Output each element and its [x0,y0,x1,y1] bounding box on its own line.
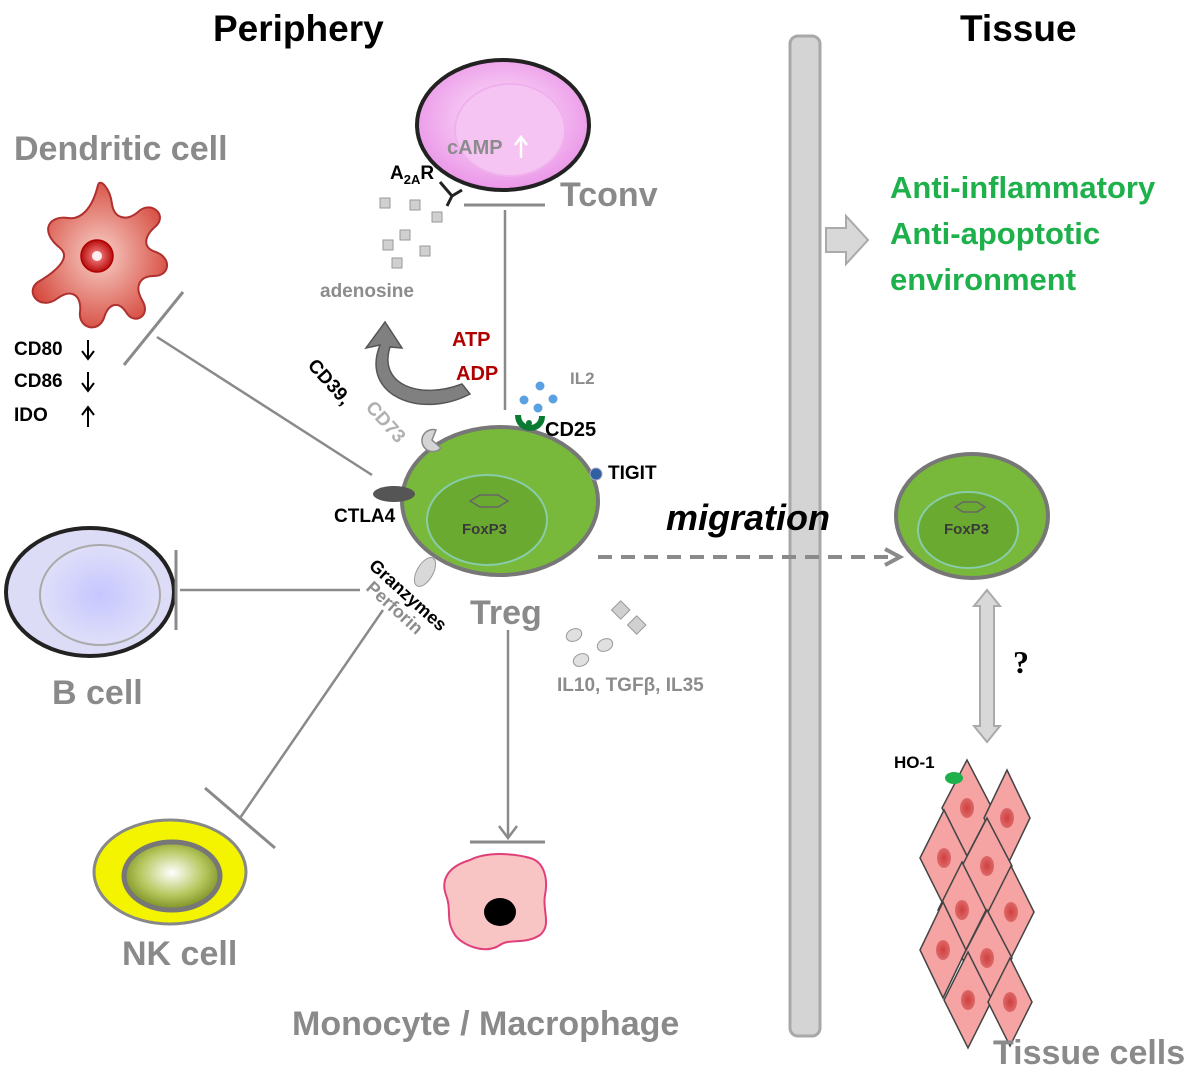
label-env-environment: environment [890,262,1077,297]
label-ido: IDO [14,405,48,426]
label-migration: migration [666,497,831,538]
cd73-receptor-icon [421,428,443,453]
nk-cell [92,818,248,926]
label-ctla4: CTLA4 [334,506,396,527]
label-treg: Treg [470,594,542,632]
treg-to-nk-line [238,609,385,819]
label-ho1: HO-1 [894,753,935,772]
label-env-anti-apoptotic: Anti-apoptotic [890,216,1101,251]
il2-molecules [518,380,559,414]
tissue-cells [919,758,1035,1050]
heading-tissue: Tissue [960,8,1077,49]
dc-inhibition-bar [122,291,185,366]
nk-inhibition-bar [204,786,276,850]
tissue-cell-nuclei [936,798,1018,1012]
cd25-receptor-icon [515,414,545,431]
treg-to-dc-line [156,335,373,477]
monocyte-cell [443,853,548,951]
label-cd86: CD86 [14,371,63,392]
tissue-treg-chromosome-icon [953,501,987,513]
label-cd25: CD25 [545,419,597,441]
tissue-treg-cell [894,452,1050,580]
label-monocyte: Monocyte / Macrophage [292,1005,680,1043]
label-atp: ATP [452,329,491,351]
label-env-anti-inflammatory: Anti-inflammatory [890,170,1156,205]
label-foxp3: FoxP3 [462,521,508,538]
environment-arrow [825,213,870,267]
dc-marker-arrows [81,340,95,427]
adenosine-molecules [379,197,443,269]
label-nk-cell: NK cell [122,935,238,973]
b-cell [4,526,176,658]
label-cytokines: IL10, TGFβ, IL35 [557,675,704,696]
label-tigit: TIGIT [608,463,657,484]
atp-conversion-arrow [364,320,472,406]
tissue-interaction-arrow [971,588,1003,744]
label-tissue-cells: Tissue cells [993,1034,1186,1072]
ho1-marker-icon [945,772,963,784]
a2a-receptor-icon [438,181,463,207]
cytokine-molecules [565,600,647,667]
label-adp: ADP [456,363,499,385]
tigit-receptor-icon [589,467,603,481]
label-tconv: Tconv [560,176,658,214]
ctla4-receptor-icon [373,486,415,502]
label-question: ? [1013,644,1029,680]
label-cd80: CD80 [14,339,63,360]
label-camp: cAMP [447,137,503,159]
treg-chromosome-icon [468,494,510,508]
label-a2a-receptor: A2AR [390,163,435,187]
label-b-cell: B cell [52,674,143,712]
label-dendritic-cell: Dendritic cell [14,130,228,168]
heading-periphery: Periphery [213,8,384,49]
label-il2: IL2 [570,369,595,388]
label-foxp3-tissue: FoxP3 [944,521,990,538]
treg-cell [400,425,600,577]
granzyme-granule-icon [413,557,437,587]
label-adenosine: adenosine [320,281,414,302]
dendritic-cell [31,181,168,329]
tconv-cell [415,58,591,192]
tissue-barrier [788,34,822,1038]
